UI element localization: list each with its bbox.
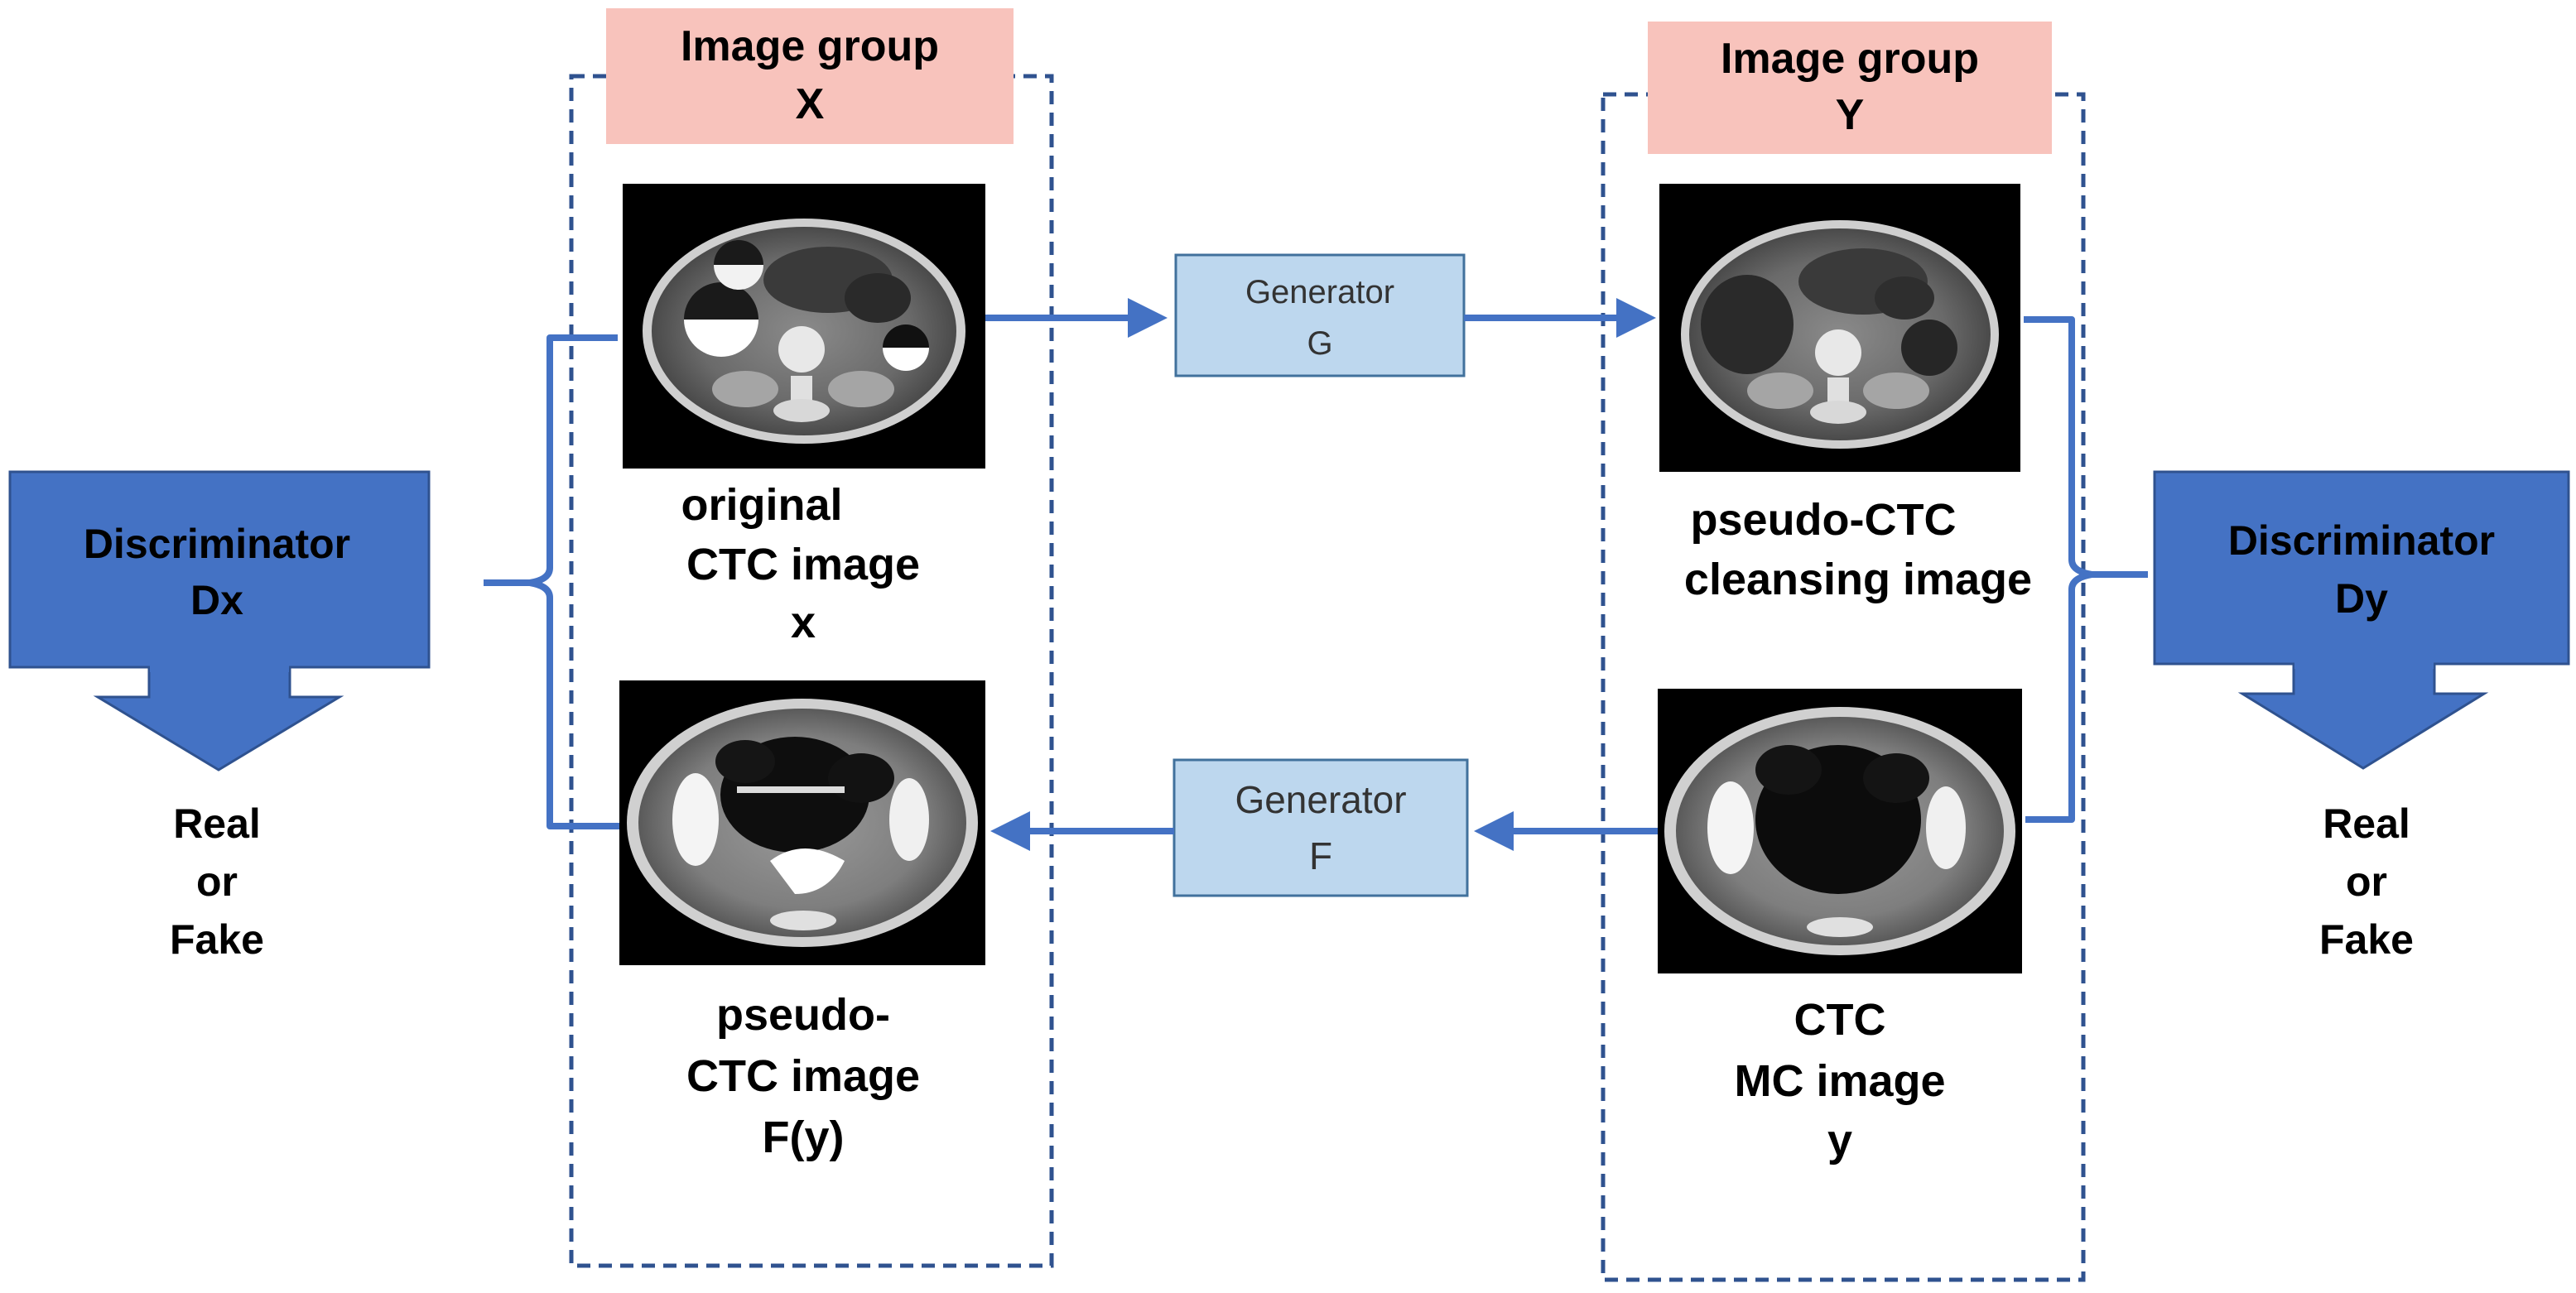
discriminator-dy-line2: Dy [2335,575,2388,622]
pseudo-caption-line2: CTC image [686,1051,920,1101]
arrow-x-to-g [985,298,1168,338]
original-ctc-image [623,184,985,469]
group-x-title-line2: X [796,80,825,128]
cleansing-caption-line1: pseudo-CTC [1691,495,1957,545]
cleansing-caption-line2: cleansing image [1684,555,2032,604]
discriminator-dx-line1: Discriminator [84,521,350,567]
arrow-g-to-y [1464,298,1656,338]
generator-g-line2: G [1307,325,1332,362]
dx-output-real: Real [173,800,261,847]
discriminator-dy-line1: Discriminator [2228,517,2495,564]
dy-output-real: Real [2323,800,2410,847]
mc-caption-line2: MC image [1734,1056,1945,1106]
generator-g-line1: Generator [1245,274,1394,310]
dy-output-fake: Fake [2319,916,2414,963]
ctc-mc-image [1658,689,2022,973]
group-y-title-line2: Y [1836,91,1865,139]
group-x-title-line1: Image group [681,22,939,70]
discriminator-dx: Discriminator Dx [8,470,431,771]
arrow-y-to-f [1474,811,1658,851]
mc-caption-line3: y [1827,1116,1852,1166]
group-y-title-line1: Image group [1721,35,1979,83]
group-y-label: Image group Y [1648,22,2052,154]
group-x-label: Image group X [606,8,1014,144]
original-caption-line2: CTC image [686,540,920,589]
generator-g-box: Generator G [1174,253,1466,377]
generator-f-box: Generator F [1172,758,1469,897]
dx-output-or: or [196,858,238,905]
bracket-right [2024,316,2148,823]
discriminator-dx-line2: Dx [190,577,243,623]
discriminator-dy: Discriminator Dy [2153,470,2570,770]
pseudo-ctc-cleansing-image [1659,184,2020,472]
dx-output-fake: Fake [170,916,264,963]
pseudo-caption-line3: F(y) [763,1113,845,1162]
original-caption-line3: x [791,598,816,647]
original-caption-line1: original [681,480,842,530]
generator-f-line1: Generator [1235,778,1406,821]
bracket-left [484,334,619,829]
pseudo-caption-line1: pseudo- [716,990,890,1040]
generator-f-line2: F [1309,834,1332,877]
mc-caption-line1: CTC [1794,995,1886,1045]
arrow-f-to-x [990,811,1174,851]
dy-output-or: or [2346,858,2387,905]
pseudo-ctc-image [619,680,985,965]
